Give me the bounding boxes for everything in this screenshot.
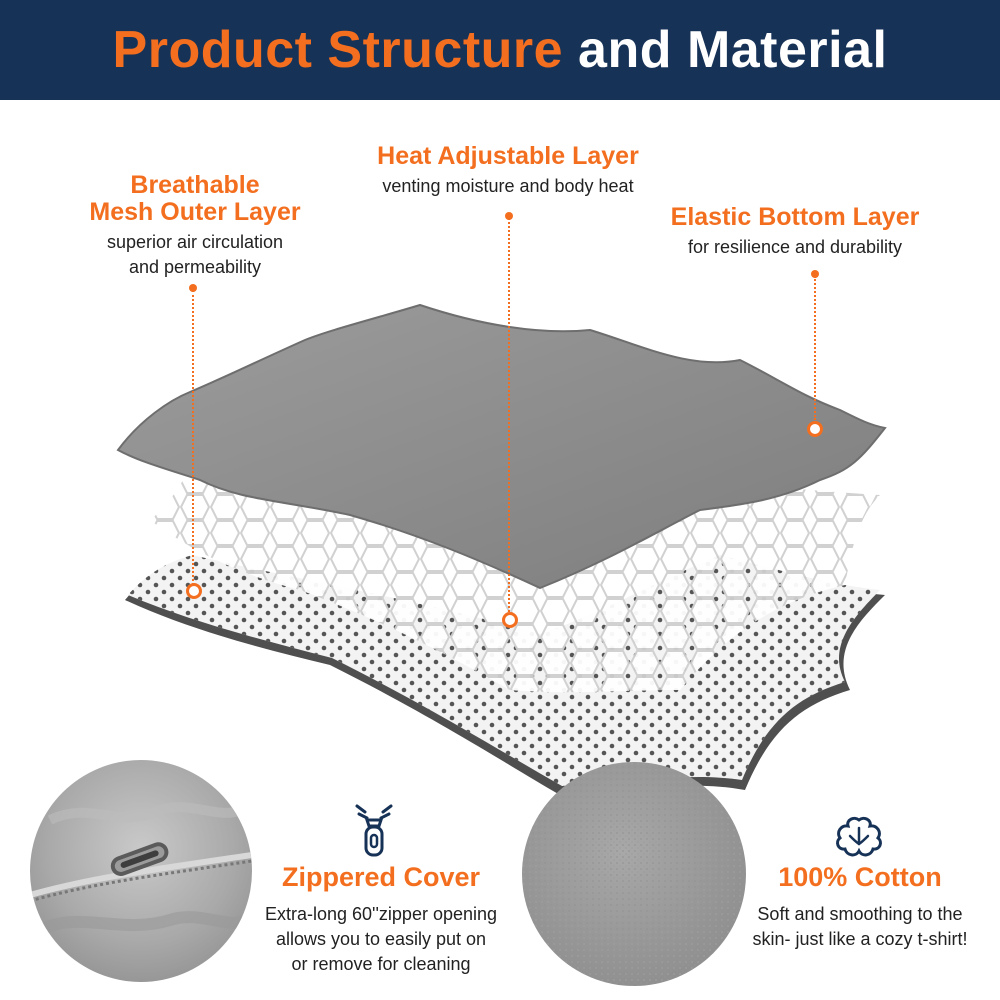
cotton-feature: 100% Cotton Soft and smoothing to the sk… <box>720 862 1000 952</box>
cotton-fabric-photo <box>522 762 746 986</box>
mesh-layer-title-2: Mesh Outer Layer <box>89 198 301 226</box>
mesh-layer-desc-1: superior air circulation <box>106 232 284 252</box>
cotton-feature-title: 100% Cotton <box>778 862 942 892</box>
cotton-feature-desc-2: skin- just like a cozy t-shirt! <box>752 929 968 949</box>
elastic-layer-desc: for resilience and durability <box>687 237 903 257</box>
mesh-leader-dot <box>189 284 197 292</box>
page-title: Product Structure and Material <box>113 20 888 80</box>
mesh-layer-desc-2: and permeability <box>128 257 262 277</box>
zipper-icon <box>349 802 399 860</box>
zipper-fabric-photo <box>30 760 252 982</box>
heat-marker <box>502 612 518 628</box>
mesh-layer-label: Breathable Mesh Outer Layer superior air… <box>50 172 340 280</box>
top-plush-layer <box>118 305 885 588</box>
cotton-icon <box>830 814 888 862</box>
mesh-layer-title-1: Breathable <box>130 171 260 199</box>
zipper-feature-desc-3: or remove for cleaning <box>291 954 471 974</box>
heat-leader-line <box>508 218 510 612</box>
elastic-leader-dot <box>811 270 819 278</box>
elastic-marker <box>807 421 823 437</box>
elastic-leader-line <box>814 276 816 420</box>
zipper-feature-desc-1: Extra-long 60''zipper opening <box>264 904 498 924</box>
header-banner: Product Structure and Material <box>0 0 1000 100</box>
mesh-leader-line <box>192 290 194 585</box>
zipper-feature-desc-2: allows you to easily put on <box>275 929 487 949</box>
elastic-layer-title: Elastic Bottom Layer <box>670 203 920 231</box>
elastic-layer-label: Elastic Bottom Layer for resilience and … <box>620 204 970 260</box>
title-rest: and Material <box>578 21 888 79</box>
zipper-feature: Zippered Cover Extra-long 60''zipper ope… <box>236 862 526 977</box>
heat-layer-label: Heat Adjustable Layer venting moisture a… <box>300 143 716 199</box>
heat-layer-title: Heat Adjustable Layer <box>377 142 639 170</box>
zipper-feature-title: Zippered Cover <box>281 862 481 892</box>
title-accent: Product Structure <box>112 21 564 79</box>
mesh-marker <box>186 583 202 599</box>
heat-layer-desc: venting moisture and body heat <box>382 176 634 196</box>
cotton-feature-desc-1: Soft and smoothing to the <box>757 904 963 924</box>
heat-leader-dot <box>505 212 513 220</box>
